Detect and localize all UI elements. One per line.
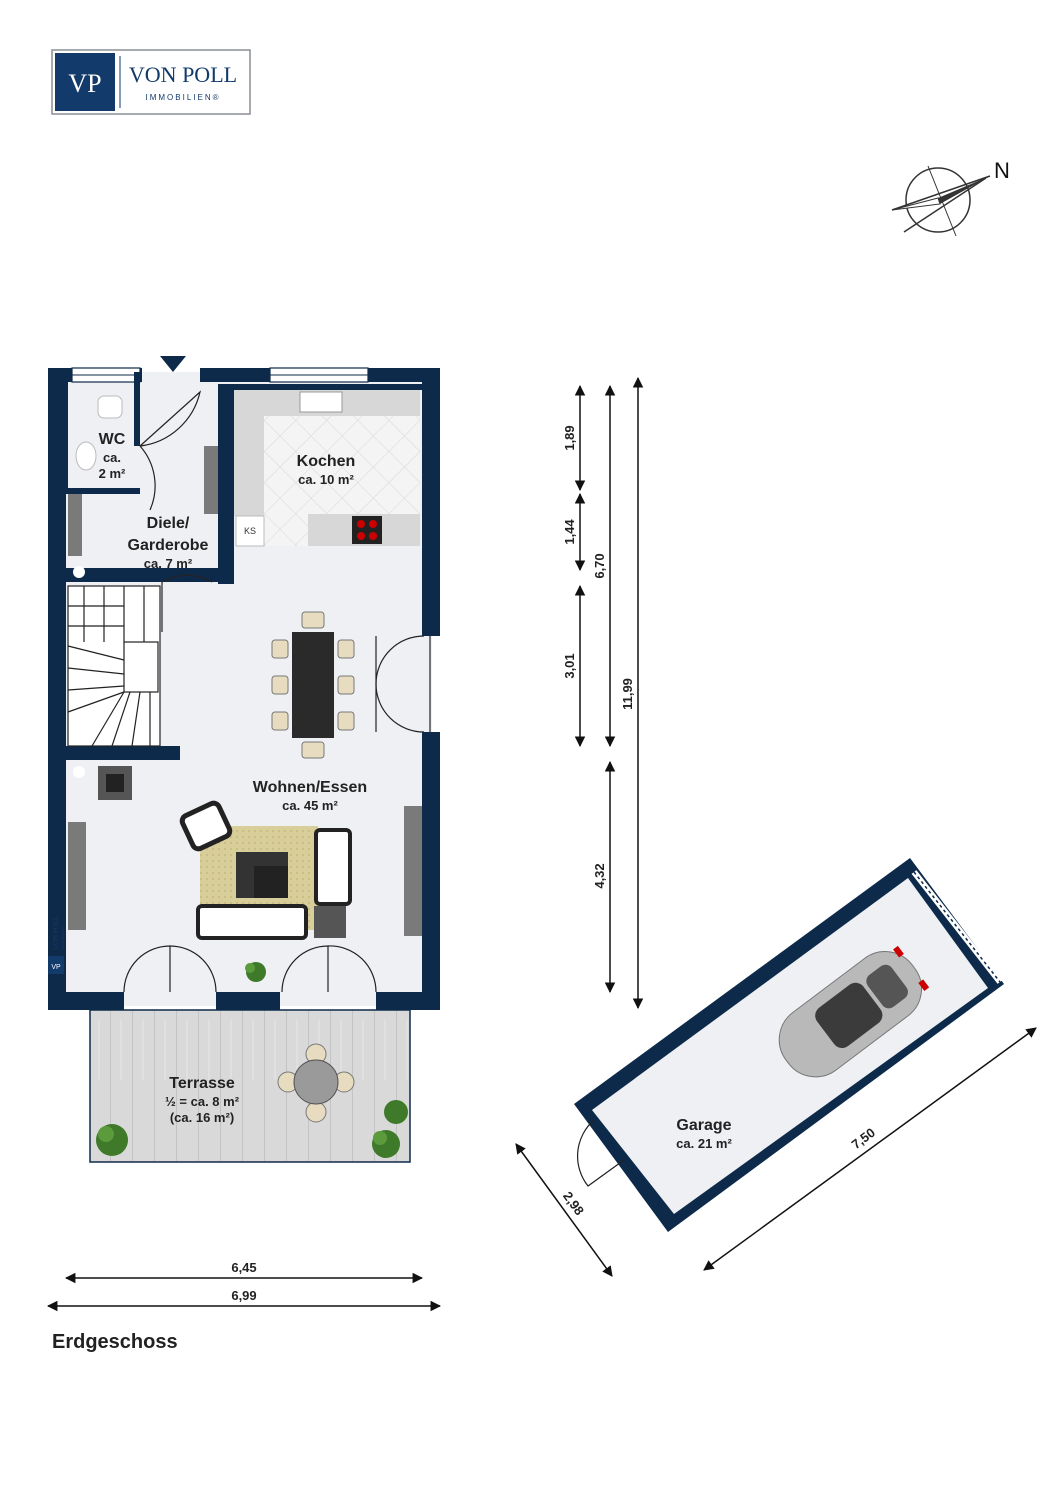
garage-area: ca. 21 m² [676, 1136, 732, 1151]
kochen-name: Kochen [297, 453, 356, 470]
dim-1-44: 1,44 [562, 519, 577, 545]
garage-name: Garage [676, 1117, 731, 1134]
stove-icon [98, 766, 132, 800]
plant-icon [96, 1124, 128, 1156]
wohnen-name: Wohnen/Essen [253, 779, 367, 796]
logo-monogram: VP [68, 69, 101, 98]
terrasse-area-line1: ½ = ca. 8 m² [165, 1094, 240, 1109]
terrasse-name: Terrasse [169, 1075, 235, 1092]
wc-area-line2: 2 m² [99, 466, 126, 481]
cooktop-icon [352, 516, 382, 544]
dim-4-32: 4,32 [592, 863, 607, 888]
logo-name: VON POLL [129, 62, 237, 87]
patio-table [277, 1043, 355, 1123]
room-labels: WC ca. 2 m² Diele/ Garderobe ca. 7 m² Ko… [99, 431, 368, 1125]
dining-table [271, 611, 355, 759]
living-furniture [179, 800, 352, 982]
doors [123, 390, 431, 993]
plant-icon [245, 962, 266, 982]
fridge-label: KS [244, 526, 256, 536]
terrasse-area-line2: (ca. 16 m²) [170, 1110, 234, 1125]
diele-name-line1: Diele/ [147, 515, 190, 532]
north-label: N [994, 158, 1010, 183]
floor-label: Erdgeschoss [52, 1331, 178, 1353]
plant-icon [372, 1130, 400, 1158]
dim-1-89: 1,89 [562, 425, 577, 450]
wohnen-area: ca. 45 m² [282, 798, 338, 813]
dim-2-98: 2,98 [560, 1189, 587, 1218]
kitchen-counters: KS [234, 390, 420, 547]
dimension-lines [46, 376, 1037, 1312]
wc-fixtures [75, 395, 123, 471]
wc-area-line1: ca. [103, 450, 121, 465]
wall-sign-sub: IMMOBILIEN [60, 926, 65, 950]
dim-6-99: 6,99 [231, 1288, 256, 1303]
diele-name-line2: Garderobe [128, 537, 209, 554]
wc-name: WC [99, 431, 126, 448]
wall-sign-mark: VP [51, 964, 61, 971]
entrance-arrow-icon [160, 356, 186, 372]
compass-rose-icon: N [891, 158, 1010, 237]
logo-tagline: IMMOBILIEN® [145, 93, 220, 102]
wall-cabinets [68, 446, 422, 936]
dimension-values: 1,89 1,44 6,70 3,01 11,99 4,32 6,45 6,99… [231, 425, 878, 1303]
terrace [89, 1009, 411, 1163]
dim-6-45: 6,45 [231, 1260, 256, 1275]
dim-11-99: 11,99 [620, 678, 635, 710]
dim-7-50: 7,50 [849, 1125, 878, 1152]
sink-icon [299, 391, 343, 413]
von-poll-logo: VP VON POLL IMMOBILIEN® [51, 49, 251, 115]
staircase [67, 585, 161, 747]
kochen-area: ca. 10 m² [298, 472, 354, 487]
wall-sign-text: VON POLL [52, 916, 60, 950]
dim-6-70: 6,70 [592, 553, 607, 578]
fridge-icon [235, 515, 265, 547]
wall-sign: VP VON POLL IMMOBILIEN [48, 916, 65, 974]
diele-area: ca. 7 m² [144, 556, 193, 571]
plant-icon [384, 1100, 408, 1124]
dim-3-01: 3,01 [562, 653, 577, 678]
